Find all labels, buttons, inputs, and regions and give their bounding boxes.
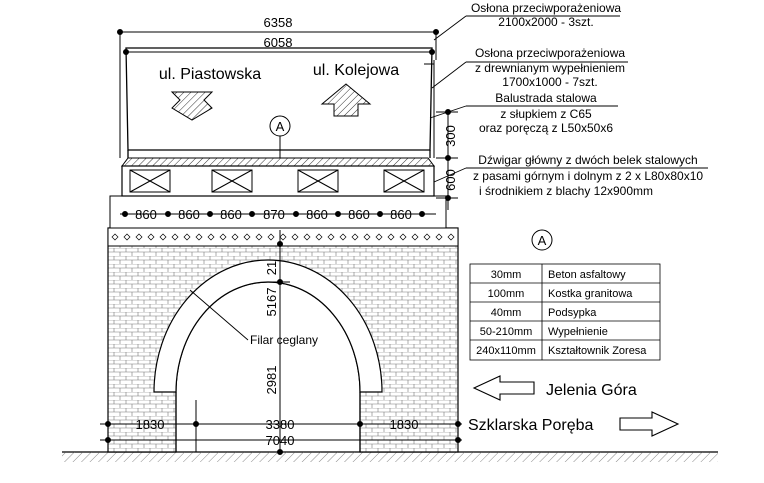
balustrada-line3: oraz poręczą z L50x50x6 xyxy=(479,121,613,135)
layer-3-material: Podsypka xyxy=(548,307,597,319)
dim-base-total: 7040 xyxy=(266,433,295,448)
balustrada-line1: Balustrada stalowa xyxy=(495,91,597,105)
oslona1-line1: Osłona przeciwporażeniowa xyxy=(471,1,621,15)
table-marker-circle xyxy=(531,229,553,251)
table-marker-label: A xyxy=(538,233,547,248)
dzwigar-line3: i środnikiem z blachy 12x900mm xyxy=(479,184,653,198)
dim-span-1: 860 xyxy=(135,207,157,222)
dim-span-4: 870 xyxy=(263,207,285,222)
oslona2-line3: 1700x1000 - 7szt. xyxy=(502,75,597,89)
dim-base-right: 1830 xyxy=(390,417,419,432)
dim-span-2: 860 xyxy=(178,207,200,222)
layer-4-thickness: 50-210mm xyxy=(480,326,533,338)
dim-span-5: 860 xyxy=(306,207,328,222)
annotation-leaders xyxy=(189,15,708,341)
layer-4-material: Wypełnienie xyxy=(548,326,608,338)
span-dimension-line xyxy=(120,211,436,217)
arrow-right-icon xyxy=(619,411,680,437)
base-dimension-lines xyxy=(100,400,462,452)
layer-5-material: Kształtownik Zoresa xyxy=(548,345,647,357)
dim-base-mid: 3380 xyxy=(266,417,295,432)
sign-left-label: ul. Piastowska xyxy=(159,66,261,83)
main-girder xyxy=(121,165,435,197)
layer-3-thickness: 40mm xyxy=(491,307,522,319)
layer-2-thickness: 100mm xyxy=(488,288,525,300)
oslona2-line2: z drewnianym wypełnieniem xyxy=(475,61,625,75)
filar-label: Filar ceglany xyxy=(250,333,318,347)
right-dimension-lines xyxy=(436,109,458,210)
layer-2-material: Kostka granitowa xyxy=(548,288,633,300)
layer-5-thickness: 240x110mm xyxy=(476,345,536,357)
arrow-left-icon xyxy=(472,375,535,401)
dim-span-3: 860 xyxy=(220,207,242,222)
dim-span-6: 860 xyxy=(348,207,370,222)
dim-top-overall: 6358 xyxy=(264,15,293,30)
dim-girder-height: 600 xyxy=(443,169,458,191)
oslona2-line1: Osłona przeciwporażeniowa xyxy=(475,46,625,60)
dim-top-inner: 6058 xyxy=(264,35,293,50)
dim-span-7: 860 xyxy=(390,207,412,222)
dim-small: 21 xyxy=(264,261,279,275)
layer-1-thickness: 30mm xyxy=(491,269,522,281)
girder-bracing xyxy=(129,169,425,193)
pier-cap xyxy=(107,227,459,247)
direction-left-label: Jelenia Góra xyxy=(546,382,637,399)
arch-ring xyxy=(153,259,383,393)
section-marker-label: A xyxy=(276,119,285,134)
dzwigar-line2: z pasami górnym i dolnym z 2 x L80x80x10 xyxy=(473,169,703,183)
top-dimension-lines xyxy=(117,29,439,158)
direction-right-label: Szklarska Poręba xyxy=(468,417,593,434)
pier-height-dimension xyxy=(270,230,290,455)
sign-right-label: ul. Kolejowa xyxy=(313,62,399,79)
layers-table xyxy=(469,263,661,361)
cap-ornament xyxy=(111,233,455,241)
layer-1-material: Beton asfaltowy xyxy=(548,269,626,281)
dim-base-left: 1830 xyxy=(136,417,165,432)
balustrada-line2: z słupkiem z C65 xyxy=(500,107,592,121)
oslona1-line2: 2100x2000 - 3szt. xyxy=(498,15,593,29)
arrow-up-icon xyxy=(320,83,372,117)
dim-arch-height: 2981 xyxy=(264,366,279,395)
ground-hatch xyxy=(62,452,718,462)
deck-surface xyxy=(121,157,435,167)
dzwigar-line1: Dźwigar główny z dwóch belek stalowych xyxy=(478,153,697,167)
arrow-down-icon xyxy=(170,91,214,121)
dim-pier-height: 5167 xyxy=(264,288,279,317)
dim-railing-height: 300 xyxy=(443,125,458,147)
